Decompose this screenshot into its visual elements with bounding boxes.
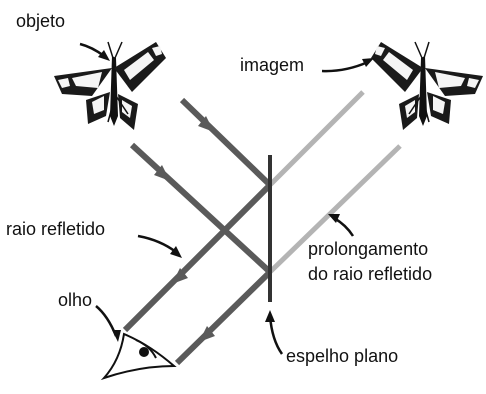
label-prolongamento-1: prolongamento xyxy=(308,239,428,259)
eye-icon xyxy=(100,332,177,381)
label-imagem: imagem xyxy=(240,55,304,75)
pointer-raio-refletido-head xyxy=(170,246,182,258)
label-raio-refletido: raio refletido xyxy=(6,219,105,239)
ray-arrow-1 xyxy=(198,116,214,132)
object-butterfly-icon xyxy=(53,41,167,131)
extension-ray-upper xyxy=(268,90,365,187)
pointer-olho-head xyxy=(112,330,121,342)
label-objeto: objeto xyxy=(16,11,65,31)
extension-ray-lower xyxy=(268,144,402,274)
pointer-prolongamento-head xyxy=(328,214,340,223)
label-prolongamento-2: do raio refletido xyxy=(308,264,432,284)
pointer-objeto-head xyxy=(98,50,110,61)
image-butterfly-icon xyxy=(370,41,484,131)
ray-lower xyxy=(129,142,273,366)
ray-arrow-4 xyxy=(199,326,215,342)
ray-upper xyxy=(122,97,273,333)
pointer-imagem xyxy=(321,60,369,73)
ray-arrow-3 xyxy=(172,268,188,284)
pointer-imagem-head xyxy=(362,58,374,67)
pointer-espelho-head xyxy=(265,310,275,322)
pointer-raio-refletido xyxy=(137,234,177,254)
ray-arrow-2 xyxy=(154,165,170,181)
label-espelho-plano: espelho plano xyxy=(286,346,398,366)
label-olho: olho xyxy=(58,290,92,310)
